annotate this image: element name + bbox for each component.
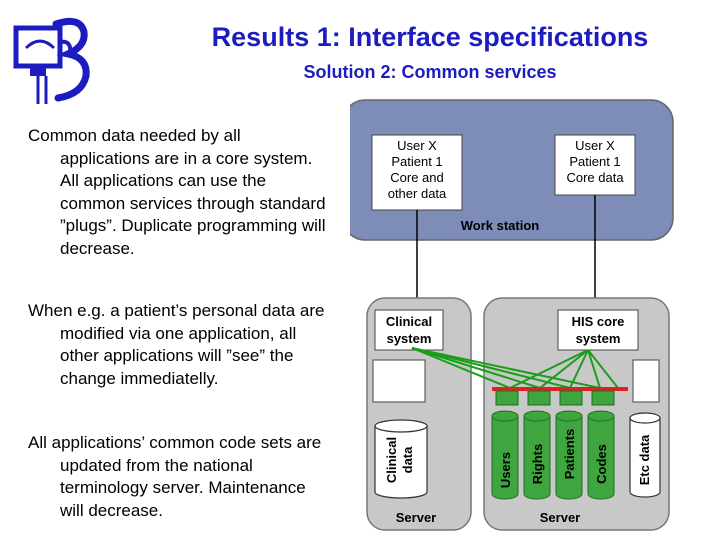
- plug-connector: [527, 390, 551, 406]
- architecture-diagram: User X Patient 1 Core and other data Use…: [350, 99, 674, 531]
- etc-data-db-top: [629, 412, 661, 424]
- workstation-right-box: [554, 134, 636, 196]
- plug-link: [587, 349, 601, 389]
- etc-data-db-icon: [629, 418, 661, 498]
- clinical-data-label: Clinical: [384, 437, 399, 483]
- paragraph-common-data: Common data needed by all applications a…: [28, 125, 328, 261]
- codes-db-top: [587, 410, 615, 422]
- users-db-icon: [491, 415, 519, 500]
- clinical-data-label: data: [400, 446, 415, 474]
- plug-link: [569, 349, 589, 389]
- paragraph-text: All applications’ common code sets are u…: [28, 433, 322, 520]
- codes-db-icon: [587, 415, 615, 500]
- rights-db-top: [523, 410, 551, 422]
- his-core-label: system: [576, 331, 621, 346]
- workstation-left-line: other data: [388, 186, 447, 201]
- paragraph-text: When e.g. a patient’s personal data are …: [28, 301, 325, 388]
- db-label-rights: Rights: [530, 444, 545, 484]
- his-core-box: [557, 309, 639, 351]
- workstation-right-line: User X: [575, 138, 615, 153]
- plug-link: [411, 347, 511, 389]
- etc-blank-box: [632, 359, 660, 403]
- db-label-users: Users: [498, 452, 513, 488]
- plug-connectors: [495, 390, 615, 406]
- db-label-patients: Patients: [562, 429, 577, 480]
- workstation-left-line: Core and: [390, 170, 443, 185]
- right-server-label: Server: [540, 510, 580, 525]
- page-title: Results 1: Interface specifications: [211, 22, 649, 52]
- clinical-system-label: system: [387, 331, 432, 346]
- plug-link: [411, 347, 541, 389]
- workstation-right-line: Core data: [566, 170, 624, 185]
- workstation-left-line: User X: [397, 138, 437, 153]
- workstation-left-line: Patient 1: [391, 154, 442, 169]
- his-core-label: HIS core: [572, 314, 625, 329]
- page-subtitle: Solution 2: Common services: [303, 62, 557, 82]
- db-label-codes: Codes: [594, 444, 609, 484]
- workstation-left-box: [371, 134, 463, 211]
- clinical-system-label: Clinical: [386, 314, 432, 329]
- left-server-label: Server: [396, 510, 436, 525]
- plug-link: [411, 347, 601, 389]
- logo-icon: [13, 17, 90, 104]
- plug-connector: [591, 390, 615, 406]
- plug-connector: [495, 390, 519, 406]
- clinical-data-db-top: [374, 419, 428, 433]
- plug-link: [587, 349, 619, 389]
- db-label-etc-data: Etc data: [637, 434, 652, 485]
- plug-link: [539, 349, 589, 389]
- plug-link: [509, 349, 589, 389]
- paragraph-code-sets: All applications’ common code sets are u…: [28, 432, 328, 522]
- plug-link: [411, 347, 571, 389]
- plug-links: [411, 347, 619, 389]
- clinical-blank-box: [372, 359, 426, 403]
- paragraph-text: Common data needed by all applications a…: [28, 126, 326, 258]
- patients-db-top: [555, 410, 583, 422]
- plug-connector: [559, 390, 583, 406]
- rights-db-icon: [523, 415, 551, 500]
- database-cylinders: [491, 410, 615, 500]
- paragraph-data-modified: When e.g. a patient’s personal data are …: [28, 300, 328, 390]
- patients-db-icon: [555, 415, 583, 500]
- workstation-label: Work station: [461, 218, 540, 233]
- workstation-right-line: Patient 1: [569, 154, 620, 169]
- users-db-top: [491, 410, 519, 422]
- clinical-system-box: [374, 309, 444, 351]
- clinical-data-db-icon: [374, 426, 428, 499]
